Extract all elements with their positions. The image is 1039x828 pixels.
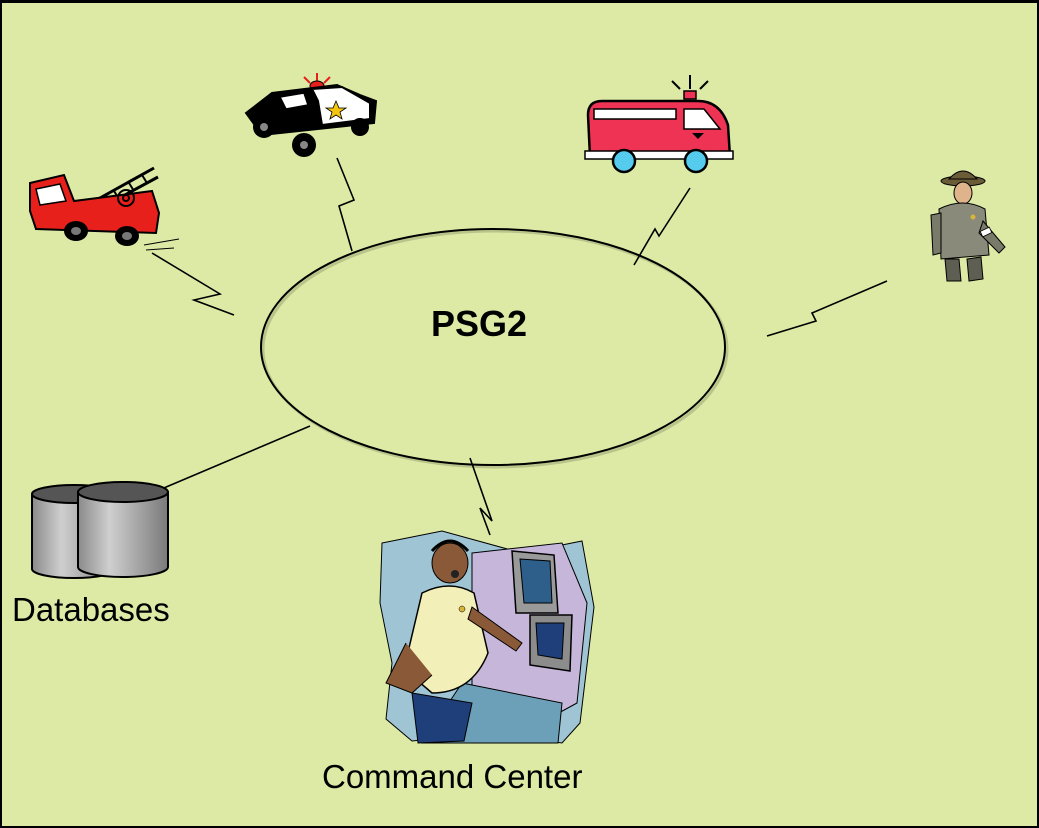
fire-truck-icon — [29, 166, 180, 251]
link-officer — [766, 280, 888, 337]
databases-label: Databases — [12, 591, 170, 628]
hub-ellipse — [260, 228, 726, 466]
link-command-center — [469, 457, 493, 536]
database-cylinders-icon — [31, 481, 169, 579]
dispatcher-icon — [379, 530, 595, 744]
hub-ellipse-shadow — [261, 229, 729, 469]
link-ambulance — [633, 187, 691, 266]
diagram-svg — [29, 73, 1006, 744]
link-fire-truck — [151, 252, 235, 316]
command-center-label: Command Center — [322, 758, 583, 795]
police-car-icon — [244, 73, 378, 157]
police-officer-icon — [930, 170, 1006, 282]
ambulance-icon — [584, 75, 734, 174]
link-databases — [151, 425, 311, 494]
link-police-car — [336, 157, 356, 252]
hub-label: PSG2 — [430, 303, 528, 344]
